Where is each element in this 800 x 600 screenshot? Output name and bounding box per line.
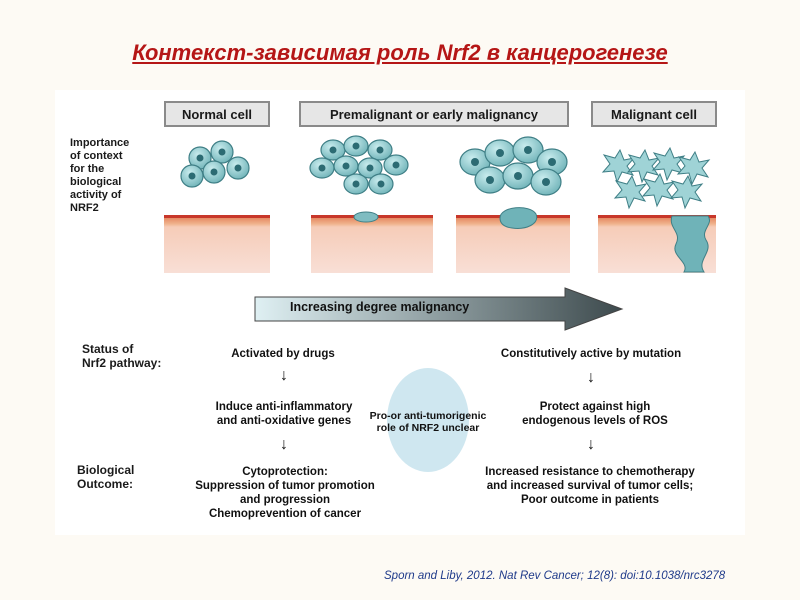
right-arrow-2: ↓ bbox=[587, 436, 595, 453]
malignancy-arrow-label: Increasing degree malignancy bbox=[290, 300, 470, 314]
left-arrow-1: ↓ bbox=[280, 367, 288, 384]
outcome-label: Biological Outcome: bbox=[77, 463, 135, 491]
right-effect: Protect against high endogenous levels o… bbox=[522, 401, 668, 427]
header-normal-cell: Normal cell bbox=[164, 101, 270, 127]
invasive-tumor bbox=[670, 215, 710, 273]
early-lesion-bump bbox=[353, 211, 379, 223]
slide-title: Контекст-зависимая роль Nrf2 в канцероге… bbox=[132, 40, 668, 65]
left-outcome: Cytoprotection: Suppression of tumor pro… bbox=[195, 466, 375, 520]
citation: Sporn and Liby, 2012. Nat Rev Cancer; 12… bbox=[384, 570, 726, 582]
left-status: Activated by drugs bbox=[231, 348, 335, 360]
status-label: Status of Nrf2 pathway: bbox=[82, 342, 162, 370]
right-status: Constitutively active by mutation bbox=[500, 348, 682, 360]
right-outcome: Increased resistance to chemotherapy and… bbox=[485, 466, 695, 506]
normal-cells-cluster bbox=[180, 140, 250, 188]
malignant-cells-cluster bbox=[601, 146, 711, 210]
malignancy-arrow bbox=[254, 287, 624, 331]
left-effect: Induce anti-inflammatory and anti-oxidat… bbox=[215, 401, 353, 427]
tissue-premalignant-early bbox=[311, 215, 433, 273]
importance-label: Importance of context for the biological… bbox=[70, 137, 130, 214]
right-arrow-1: ↓ bbox=[587, 369, 595, 386]
late-lesion-mass bbox=[499, 207, 538, 229]
late-premalignant-cells-cluster bbox=[459, 136, 568, 196]
tissue-normal bbox=[164, 215, 270, 273]
center-ellipse bbox=[387, 368, 469, 472]
header-malignant-cell: Malignant cell bbox=[591, 101, 717, 127]
left-arrow-2: ↓ bbox=[280, 436, 288, 453]
center-note: Pro-or anti-tumorigenic role of NRF2 unc… bbox=[369, 410, 487, 434]
header-premalignant: Premalignant or early malignancy bbox=[299, 101, 569, 127]
